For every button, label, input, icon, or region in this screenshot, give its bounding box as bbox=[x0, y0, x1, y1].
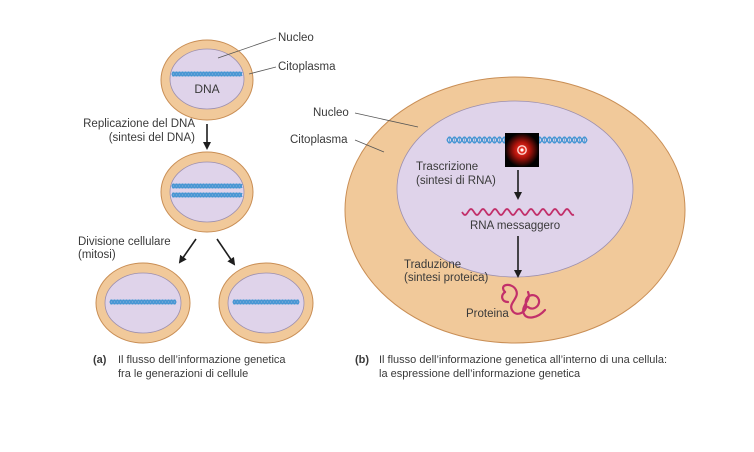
dna-helix-copy1-icon bbox=[171, 183, 243, 189]
nucleus-label-b: Nucleo bbox=[313, 107, 349, 119]
cytoplasm-label-b: Citoplasma bbox=[290, 134, 348, 146]
cytoplasm-leader-b bbox=[354, 139, 385, 153]
transcription-label-line2: (sintesi di RNA) bbox=[416, 175, 496, 187]
mrna-strand-icon bbox=[461, 208, 575, 216]
translation-label-line1: Traduzione bbox=[404, 259, 461, 271]
panel-b: Nucleo Citoplasma Trascrizione (sintesi … bbox=[290, 76, 686, 380]
nucleus-label-a: Nucleo bbox=[278, 32, 314, 44]
large-cell-nucleus bbox=[396, 100, 634, 278]
caption-a-letter: (a) bbox=[93, 354, 107, 366]
daughter-cell-left bbox=[95, 262, 191, 344]
protein-label: Proteina bbox=[466, 308, 509, 320]
dna-helix-copy2-icon bbox=[171, 192, 243, 198]
caption-b-letter: (b) bbox=[355, 354, 369, 366]
record-indicator-icon bbox=[505, 133, 539, 167]
division-arrow-left bbox=[178, 238, 197, 264]
division-arrow-right bbox=[216, 238, 236, 266]
replicated-cell bbox=[160, 151, 254, 233]
translation-label-line2: (sintesi proteica) bbox=[404, 272, 489, 284]
nucleus-leader-a bbox=[217, 37, 277, 59]
replication-label-line2: (sintesi del DNA) bbox=[109, 132, 195, 144]
division-label-line1: Divisione cellulare bbox=[78, 236, 171, 248]
transcription-label-line1: Trascrizione bbox=[416, 161, 478, 173]
caption-a-line1: Il flusso dell’informazione genetica bbox=[118, 354, 286, 366]
parent-cell-nucleus bbox=[169, 48, 245, 110]
dna-helix-icon bbox=[171, 71, 243, 77]
dna-label: DNA bbox=[194, 82, 219, 96]
cytoplasm-leader-a bbox=[248, 66, 277, 75]
caption-b-line2: la espressione dell’informazione genetic… bbox=[379, 368, 581, 380]
replication-label-line1: Replicazione del DNA bbox=[83, 118, 195, 130]
protein-icon bbox=[501, 283, 547, 319]
dna-helix-daughter-left-icon bbox=[109, 299, 177, 305]
dna-helix-daughter-right-icon bbox=[232, 299, 300, 305]
mrna-label: RNA messaggero bbox=[470, 220, 560, 232]
division-label-line2: (mitosi) bbox=[78, 249, 116, 261]
panel-a: DNA Nucleo Citoplasma Replicazione del D… bbox=[78, 32, 336, 380]
caption-b-line1: Il flusso dell’informazione genetica all… bbox=[379, 354, 667, 366]
daughter-cell-right bbox=[218, 262, 314, 344]
replicated-cell-nucleus bbox=[169, 161, 245, 223]
nucleus-leader-b bbox=[354, 112, 419, 128]
cytoplasm-label-a: Citoplasma bbox=[278, 61, 336, 73]
parent-cell: DNA bbox=[160, 39, 254, 121]
caption-a-line2: fra le generazioni di cellule bbox=[118, 368, 248, 380]
